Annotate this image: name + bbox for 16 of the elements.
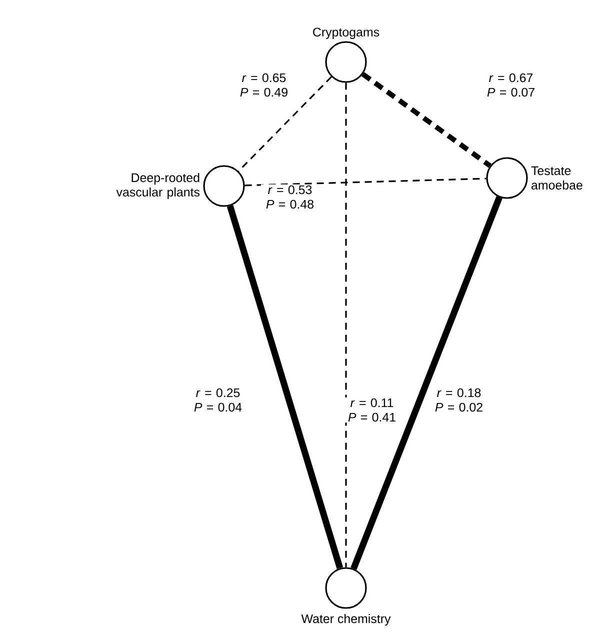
- edge-label: r = 0.67 P = 0.07: [482, 72, 540, 98]
- edge-label: r = 0.18 P = 0.02: [430, 387, 488, 413]
- edge-label: r = 0.25 P = 0.04: [189, 387, 247, 413]
- connector-line: [226, 204, 344, 570]
- edge-label: r = 0.11 P = 0.41: [343, 397, 401, 423]
- connector-line: [350, 196, 502, 570]
- edge-label: r = 0.53 P = 0.48: [261, 184, 319, 210]
- node-label: Testate amoebae: [531, 166, 582, 190]
- connector-line: [244, 178, 486, 186]
- node-label: Deep-rooted vascular plants: [116, 172, 200, 200]
- node-label: Water chemistry: [301, 614, 391, 626]
- connector-line: [238, 76, 332, 172]
- node-label: Cryptogams: [313, 28, 380, 39]
- connector-line: [361, 72, 492, 168]
- connector-line: [345, 82, 347, 568]
- edge-label: r = 0.65 P = 0.49: [235, 72, 293, 98]
